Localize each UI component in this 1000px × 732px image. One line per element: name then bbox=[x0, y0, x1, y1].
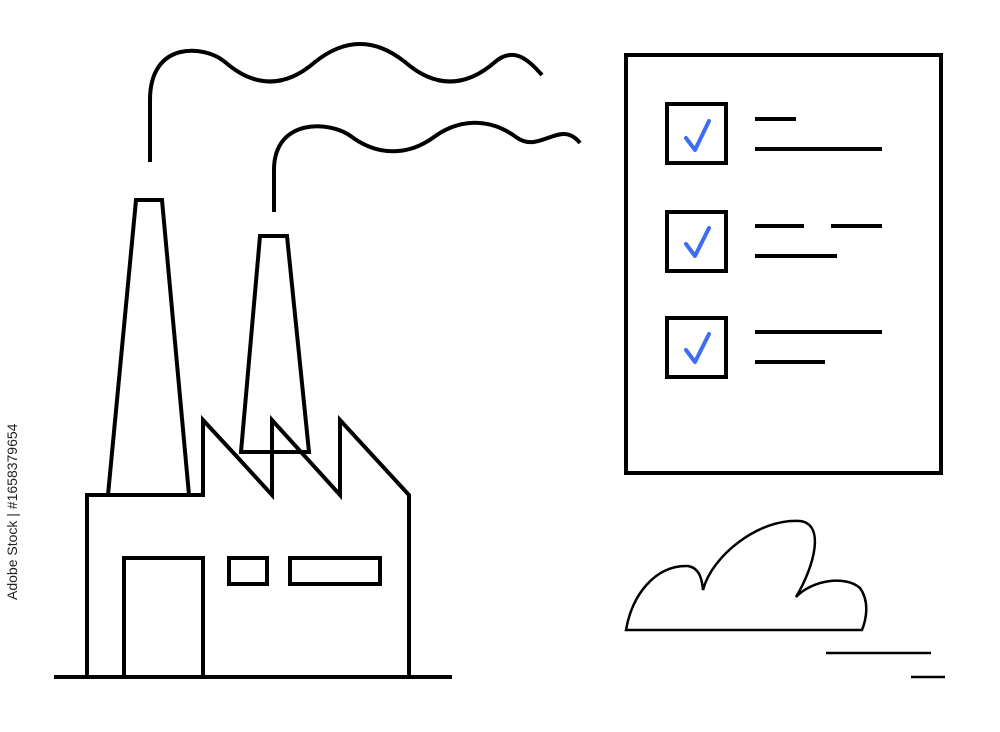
smokestack-right bbox=[238, 234, 312, 454]
smoke-wave-right bbox=[272, 120, 582, 212]
checkmark-icon bbox=[684, 332, 711, 364]
checklist-document bbox=[624, 53, 943, 475]
smokestack-left bbox=[105, 198, 192, 497]
checkmark-icon bbox=[684, 119, 711, 152]
checkbox-1 bbox=[665, 102, 728, 165]
cloud-shape bbox=[624, 519, 868, 632]
stock-id-label: Adobe Stock | #1658379654 bbox=[4, 423, 20, 600]
checkmark-icon bbox=[684, 226, 711, 258]
checkbox-2 bbox=[665, 210, 728, 273]
factory-window-wide bbox=[288, 556, 382, 586]
factory-building bbox=[85, 414, 411, 677]
smoke-wave-left bbox=[148, 42, 544, 162]
factory-window-small bbox=[227, 556, 269, 586]
factory-door bbox=[122, 556, 205, 679]
checkbox-3 bbox=[665, 316, 728, 379]
